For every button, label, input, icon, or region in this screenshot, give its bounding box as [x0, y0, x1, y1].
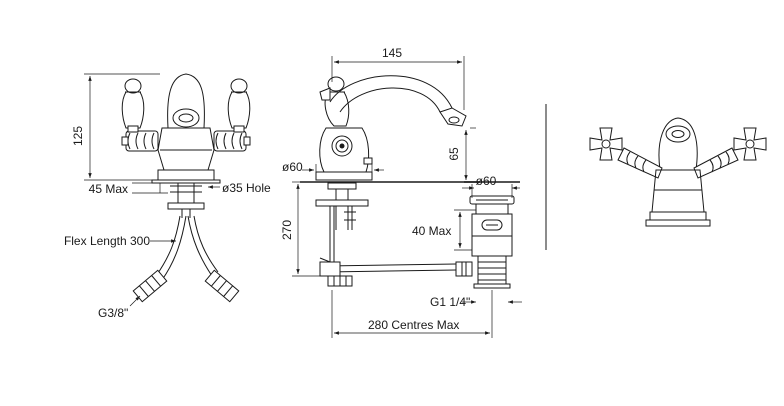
- side-d60-left-label: ø60: [282, 160, 303, 174]
- front-height-label: 125: [71, 126, 85, 146]
- front-g38-label: G3/8": [98, 306, 128, 320]
- side-270-label: 270: [280, 220, 294, 240]
- front-hole-label: ø35 Hole: [222, 181, 271, 195]
- front-view: [84, 73, 251, 307]
- waste-280-label: 280 Centres Max: [368, 318, 459, 332]
- right-valve: [213, 78, 251, 152]
- waste-g114-label: G1 1/4": [430, 295, 470, 309]
- side-view: [292, 56, 493, 338]
- side-145-label: 145: [382, 46, 402, 60]
- front-45max-label: 45 Max: [89, 182, 128, 196]
- left-valve: [121, 78, 159, 152]
- side-65-label: 65: [447, 147, 461, 161]
- back-view: [589, 117, 767, 227]
- front-flex-label: Flex Length 300: [64, 234, 150, 248]
- waste-40max-label: 40 Max: [412, 224, 451, 238]
- waste-assembly: [454, 181, 522, 304]
- waste-d60-label: ø60: [476, 174, 497, 188]
